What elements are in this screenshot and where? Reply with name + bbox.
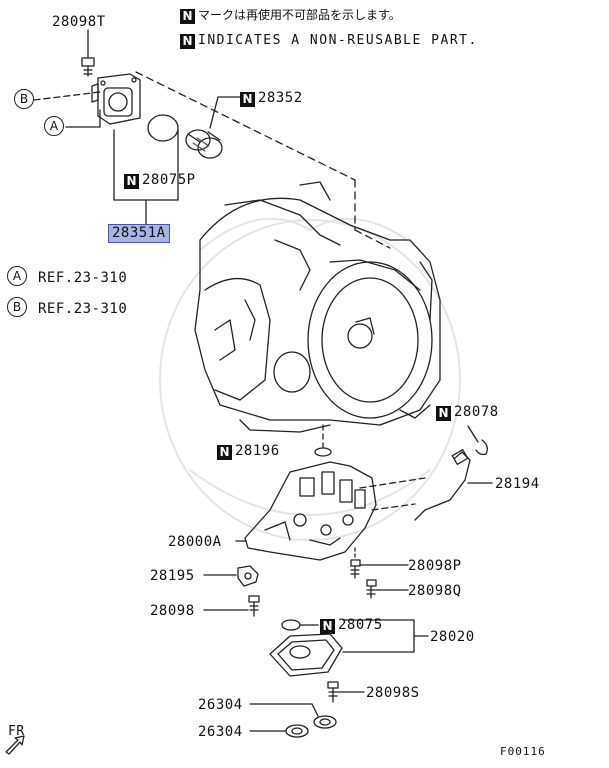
ref-b-text: REF.23-310 (38, 301, 128, 317)
o-ring-28196 (314, 447, 332, 457)
part-28098[interactable]: 28098 (150, 603, 195, 619)
non-reusable-icon: N (320, 619, 335, 634)
front-marker-label: FR (8, 724, 25, 739)
harness-28194 (359, 449, 493, 521)
non-reusable-icon: N (240, 92, 255, 107)
o-ring-28075P (147, 114, 179, 142)
ref-a-text: REF.23-310 (38, 270, 128, 286)
figure-code: F00116 (500, 745, 546, 758)
callout-a: A (44, 116, 64, 136)
o-ring-28075 (281, 619, 301, 631)
filter-28352 (185, 129, 223, 159)
ring-28078 (467, 425, 488, 456)
bolt-28098P (350, 547, 409, 579)
part-28098Q[interactable]: 28098Q (408, 583, 462, 599)
part-28195[interactable]: 28195 (150, 568, 195, 584)
non-reusable-icon: N (180, 9, 195, 24)
part-28351A[interactable]: 28351A (108, 224, 170, 243)
legend-en-text: INDICATES A NON-REUSABLE PART. (198, 33, 478, 48)
part-28020[interactable]: 28020 (430, 629, 475, 645)
washers-26304 (249, 703, 337, 738)
bolt-28098S (327, 681, 365, 703)
front-arrow-icon (5, 735, 25, 755)
part-28078-text: 28078 (454, 404, 499, 420)
bracket-28195 (203, 565, 259, 587)
part-28196-text: 28196 (235, 443, 280, 459)
legend-jp-text: マークは再使用不可部品を示します。 (198, 8, 401, 22)
non-reusable-icon: N (180, 34, 195, 49)
part-28098T[interactable]: 28098T (52, 14, 106, 30)
part-26304-upper[interactable]: 26304 (198, 697, 243, 713)
ref-b-circle: B (7, 297, 27, 317)
part-28194[interactable]: 28194 (495, 476, 540, 492)
transmission-case (194, 181, 441, 433)
non-reusable-icon: N (217, 445, 232, 460)
solenoid-block-28351A (91, 73, 141, 125)
watermark-emblem (159, 217, 461, 541)
part-28098S[interactable]: 28098S (366, 685, 420, 701)
callout-b: B (14, 89, 34, 109)
ref-a-circle: A (7, 266, 27, 286)
part-28075P-text: 28075P (142, 172, 196, 188)
bolt-28098T (81, 57, 95, 77)
part-28098P[interactable]: 28098P (408, 558, 462, 574)
part-26304-lower[interactable]: 26304 (198, 724, 243, 740)
non-reusable-icon: N (436, 406, 451, 421)
non-reusable-icon: N (124, 174, 139, 189)
bolt-28098Q (366, 579, 409, 599)
valve-body-28000A (235, 461, 377, 561)
bolt-28098 (203, 595, 260, 617)
leader-lines-upper (33, 29, 391, 249)
part-28075-text: 28075 (338, 617, 383, 633)
strainer-28020 (269, 619, 429, 677)
part-28352-text: 28352 (258, 90, 303, 106)
part-28000A[interactable]: 28000A (168, 534, 222, 550)
